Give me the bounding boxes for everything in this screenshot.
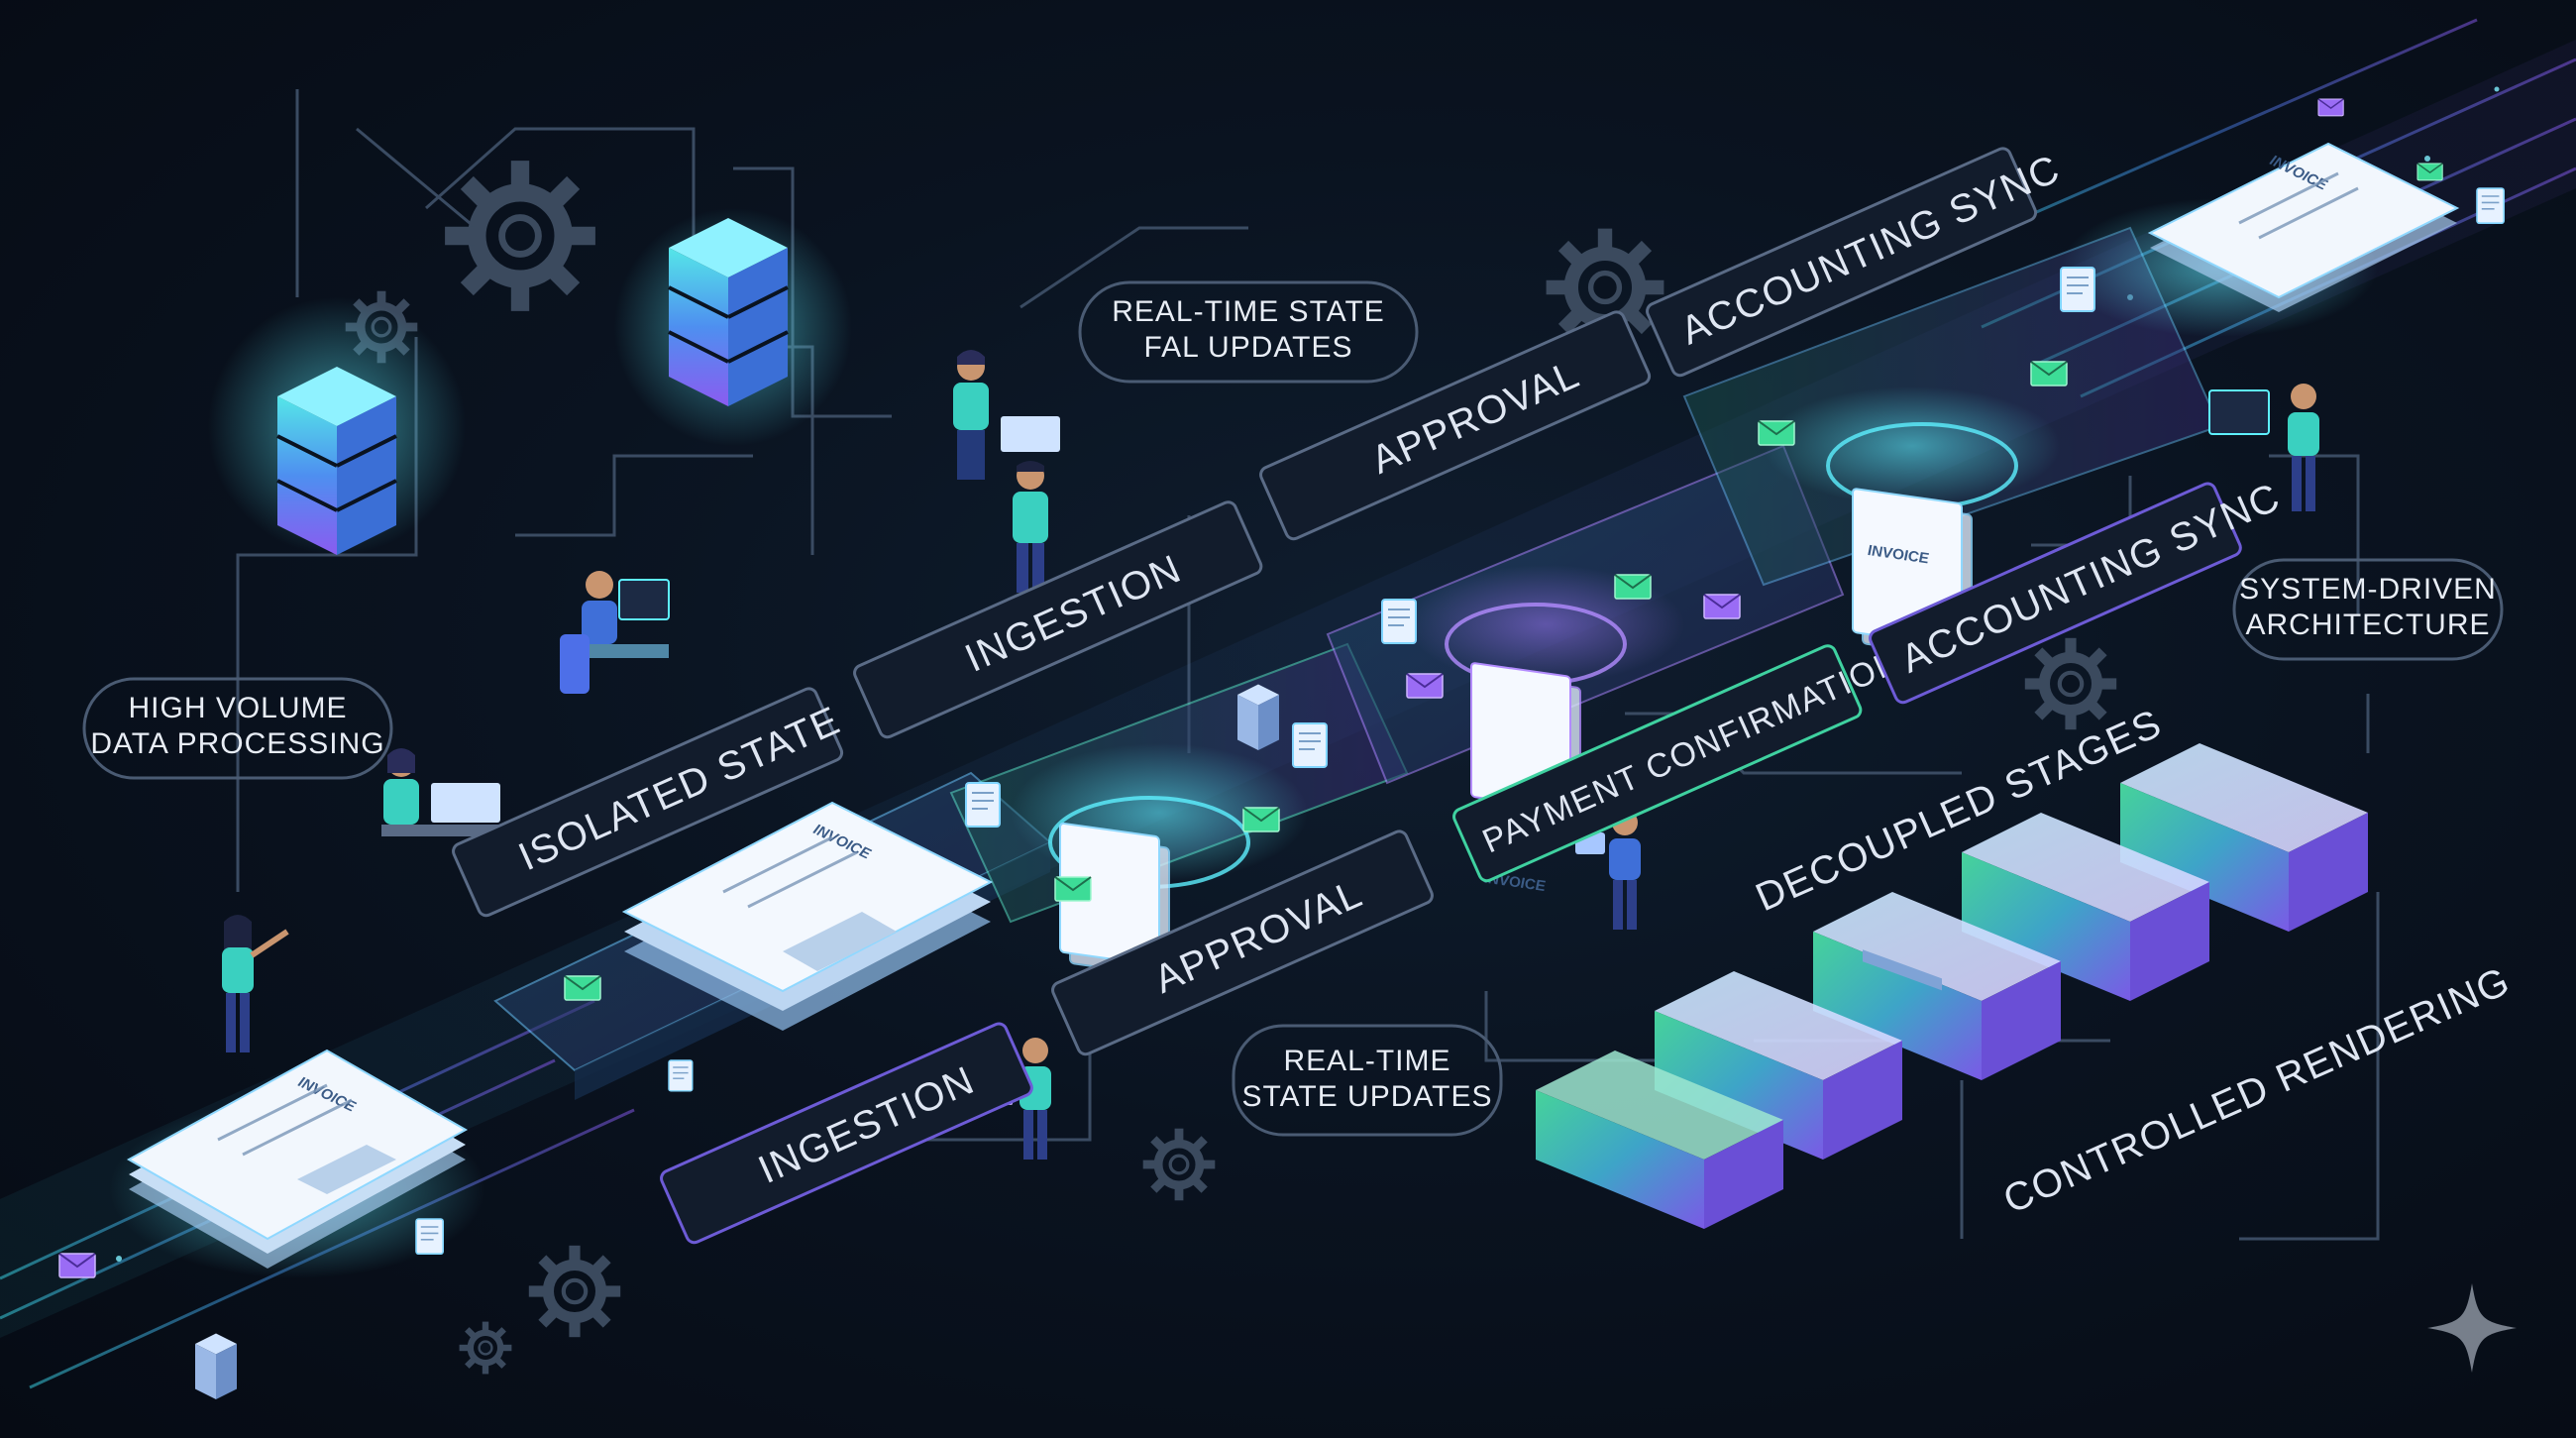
database-icon	[195, 218, 1279, 1399]
stage-label-ingestion-front: INGESTION	[660, 1022, 1033, 1245]
svg-text:HIGH VOLUME: HIGH VOLUME	[128, 692, 347, 724]
svg-text:SYSTEM-DRIVEN: SYSTEM-DRIVEN	[2239, 573, 2497, 606]
sparkle-icon	[2427, 1283, 2517, 1373]
invoice-stack-end: INVOICE	[2147, 142, 2460, 312]
svg-text:DATA PROCESSING: DATA PROCESSING	[90, 727, 384, 760]
annotation-high-volume: HIGH VOLUME DATA PROCESSING	[82, 677, 393, 780]
invoice-stack-start: INVOICE	[126, 1049, 469, 1269]
svg-text:REAL-TIME STATE: REAL-TIME STATE	[1112, 295, 1385, 328]
person-icon	[222, 350, 2319, 1160]
decoupled-stage-blocks	[1536, 743, 2368, 1229]
invoice-stack-middle: INVOICE	[621, 801, 994, 1031]
annotation-realtime-top: REAL-TIME STATE FAL UPDATES	[1078, 280, 1419, 384]
svg-text:STATE UPDATES: STATE UPDATES	[1241, 1080, 1492, 1113]
svg-text:REAL-TIME: REAL-TIME	[1283, 1045, 1450, 1077]
svg-text:ARCHITECTURE: ARCHITECTURE	[2245, 608, 2490, 641]
annotation-system-driven: SYSTEM-DRIVEN ARCHITECTURE	[2232, 558, 2504, 661]
svg-text:FAL UPDATES: FAL UPDATES	[1143, 331, 1352, 364]
stage-label-controlled-rendering: CONTROLLED RENDERING	[1997, 958, 2517, 1222]
annotation-realtime-bottom: REAL-TIME STATE UPDATES	[1232, 1024, 1503, 1137]
svg-text:CONTROLLED RENDERING: CONTROLLED RENDERING	[1997, 958, 2517, 1222]
